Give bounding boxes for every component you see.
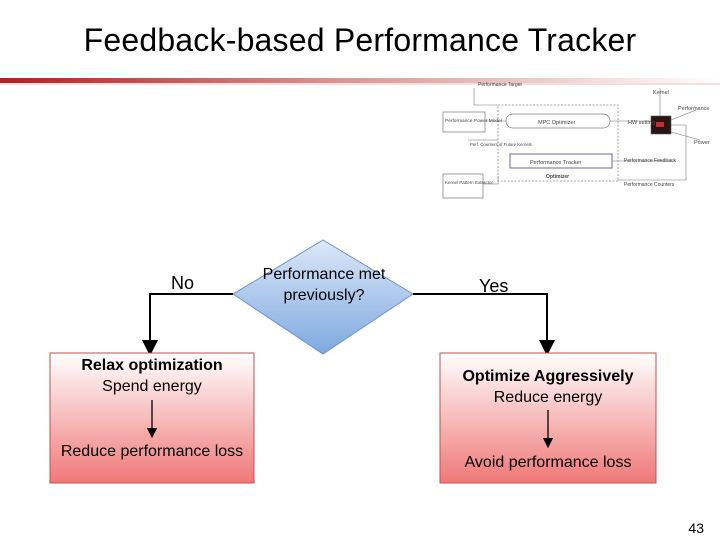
perf-power-model-box bbox=[442, 111, 486, 133]
no-branch-arrow bbox=[142, 293, 233, 356]
kernel-pattern-extractor-box bbox=[442, 173, 484, 199]
decision-diamond bbox=[232, 239, 414, 355]
optimizer-frame bbox=[497, 104, 619, 182]
right-box-text: Optimize Aggressively Reduce energy bbox=[440, 366, 656, 408]
flowchart bbox=[0, 230, 720, 500]
arch-label-performance-counters: Performance Counters bbox=[624, 182, 675, 188]
arch-label-kernel-pattern-extractor: Kernel Pattern Extractor bbox=[445, 180, 494, 185]
slide-title: Feedback-based Performance Tracker bbox=[83, 22, 637, 58]
title-rule bbox=[0, 78, 720, 88]
yes-label: Yes bbox=[479, 276, 509, 296]
arch-label-optimizer: Optimizer bbox=[546, 174, 569, 180]
right-box-line2: Reduce energy bbox=[493, 389, 603, 406]
left-box-line1: Relax optimization bbox=[81, 357, 223, 374]
right-box-line3: Avoid performance loss bbox=[464, 454, 632, 471]
arch-label-power: Power bbox=[694, 140, 710, 146]
yes-branch-arrow bbox=[413, 293, 555, 356]
arch-label-performance-tracker: Performance Tracker bbox=[530, 160, 582, 166]
architecture-diagram: Performance Target Kernel Performance Po… bbox=[438, 80, 720, 205]
arch-label-kernel: Kernel bbox=[653, 90, 669, 96]
left-box-line2: Spend energy bbox=[102, 378, 202, 395]
left-box-text: Relax optimization Spend energy bbox=[50, 355, 254, 397]
arch-label-mpc-optimizer: MPC Optimizer bbox=[538, 120, 575, 126]
left-box-line3: Reduce performance loss bbox=[60, 443, 244, 460]
right-box-line1: Optimize Aggressively bbox=[462, 368, 634, 385]
arch-label-performance-feedback: Performance Feedback bbox=[624, 158, 676, 164]
arch-label-performance-target: Performance Target bbox=[478, 82, 522, 88]
no-label: No bbox=[171, 273, 195, 293]
page-number: 43 bbox=[688, 520, 704, 536]
svg-text:Performance Target: Performance Target bbox=[478, 82, 522, 88]
arch-label-perf-power-model: Performance Power Model bbox=[445, 118, 502, 124]
decision-text: Performance met previously? bbox=[262, 266, 386, 304]
arch-label-performance: Performance bbox=[678, 106, 710, 112]
arch-label-perf-counters-future: Perf. Counters of Future Kernels bbox=[470, 142, 532, 147]
arch-label-hw-setting: HW setting bbox=[628, 120, 655, 126]
